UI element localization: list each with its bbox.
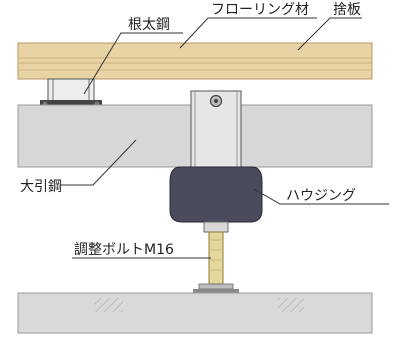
flooring-board bbox=[17, 42, 373, 80]
housing-body bbox=[169, 166, 263, 223]
leader-sute bbox=[297, 17, 362, 51]
joist-steel bbox=[40, 78, 102, 107]
label-sute-ita: 捨板 bbox=[333, 1, 361, 18]
floor-slab bbox=[17, 292, 373, 334]
label-flooring: フローリング材 bbox=[211, 2, 309, 18]
label-obiki-kou: 大引鋼 bbox=[20, 179, 62, 195]
label-bolt: 調整ボルトM16 bbox=[74, 242, 174, 258]
leader-obiki bbox=[60, 139, 137, 186]
bracket bbox=[190, 90, 242, 168]
label-housing: ハウジング bbox=[286, 188, 356, 204]
leader-housing bbox=[253, 188, 389, 205]
leader-flooring bbox=[179, 17, 317, 49]
leader-lines bbox=[60, 17, 389, 259]
leader-neda bbox=[83, 32, 183, 95]
label-neda-kou: 根太鋼 bbox=[128, 17, 170, 33]
adjust-bolt bbox=[193, 221, 239, 293]
